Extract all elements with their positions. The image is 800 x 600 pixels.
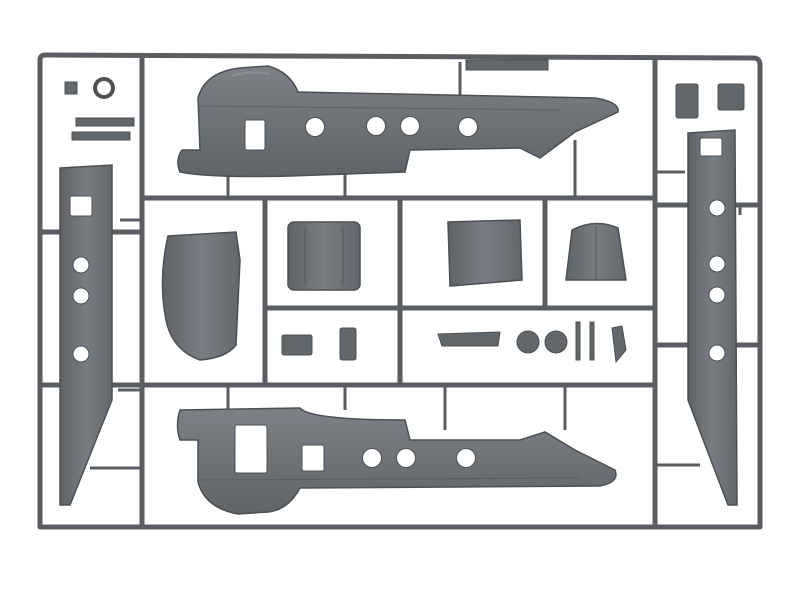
small-part-seat-1 — [281, 334, 313, 356]
small-part-hatch — [465, 59, 549, 71]
bottom-fuselage-window-2 — [396, 448, 416, 468]
small-part-figure — [611, 325, 627, 364]
bottom-fuselage-window-1 — [362, 448, 382, 468]
small-part-wheel-2 — [544, 330, 568, 354]
small-parts — [64, 59, 745, 364]
top-fuselage-window-2 — [366, 116, 386, 136]
outer-frame — [37, 52, 763, 530]
door-panel-3 — [565, 222, 627, 281]
side-panel-right — [687, 129, 738, 506]
side-panel-left — [59, 164, 113, 506]
gates — [90, 62, 760, 470]
door-panel-1 — [287, 221, 361, 291]
fuselage-half-top — [177, 65, 619, 178]
fuselage-half-bottom — [176, 407, 617, 515]
small-part-block-1 — [64, 81, 78, 95]
top-fuselage-window-rect — [244, 119, 266, 151]
small-part-strip-1 — [75, 117, 135, 127]
small-part-strip-2 — [71, 131, 131, 141]
bottom-fuselage-door — [301, 444, 325, 472]
top-fuselage-window-3 — [400, 116, 420, 136]
small-part-ring — [93, 77, 115, 99]
small-part-box-1 — [675, 83, 699, 119]
top-fuselage-window-1 — [305, 117, 325, 137]
small-part-box-2 — [717, 83, 745, 111]
small-part-seat-2 — [339, 327, 357, 361]
small-part-console — [437, 331, 501, 347]
top-fuselage-window-4 — [458, 117, 478, 137]
bottom-fuselage-window-rect — [234, 424, 268, 474]
small-part-rod-1 — [575, 321, 581, 361]
small-part-wheel-1 — [516, 330, 540, 354]
small-part-rod-2 — [589, 321, 595, 361]
bottom-fuselage-window-3 — [456, 448, 476, 468]
door-panel-2 — [447, 219, 523, 287]
canopy-piece — [161, 231, 241, 361]
